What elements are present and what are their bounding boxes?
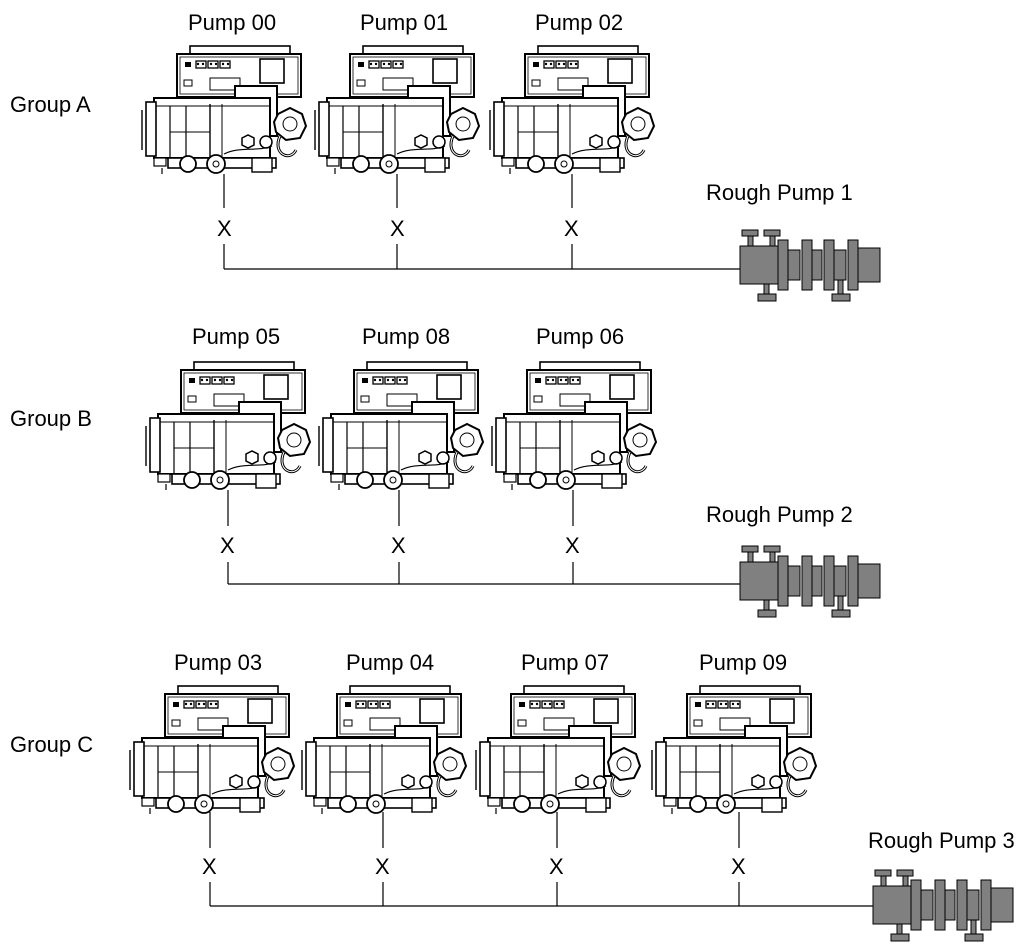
pump-label: Pump 09 (699, 650, 787, 675)
turbo-pump-icon (474, 684, 642, 816)
group-b: Group B Pump 05 Pump 08 Pump 06 Rough Pu… (10, 324, 881, 618)
group-label: Group A (10, 92, 91, 117)
foreline (209, 812, 873, 907)
turbo-pump-icon (140, 44, 308, 176)
pump-label: Pump 06 (536, 324, 624, 349)
turbo-pump-icon (300, 684, 468, 816)
pump-label: Pump 00 (188, 10, 276, 35)
pump-label: Pump 02 (535, 10, 623, 35)
turbo-pump-icon (317, 360, 485, 492)
valve-mark: X (731, 854, 746, 879)
valve-mark: X (375, 854, 390, 879)
turbo-pump-icon (128, 684, 296, 816)
valve-mark: X (202, 854, 217, 879)
valve-mark: X (564, 216, 579, 241)
turbo-pump-icon (650, 684, 818, 816)
pump-label: Pump 04 (346, 650, 434, 675)
valve-mark: X (565, 533, 580, 558)
turbo-pump-icon (144, 360, 312, 492)
foreline (223, 174, 740, 270)
rough-pump-icon (739, 229, 881, 302)
valve-mark: X (390, 216, 405, 241)
turbo-pump-icon (313, 44, 481, 176)
pump-label: Pump 05 (192, 324, 280, 349)
valve-mark: X (391, 533, 406, 558)
group-label: Group C (10, 732, 93, 757)
turbo-pump-icon (488, 44, 656, 176)
rough-pump-icon (872, 869, 1014, 942)
rough-pump-label: Rough Pump 1 (706, 180, 853, 205)
rough-pump-icon (739, 545, 881, 618)
pump-label: Pump 08 (362, 324, 450, 349)
foreline (227, 490, 740, 585)
valve-mark: X (220, 533, 235, 558)
turbo-pump-icon (490, 360, 658, 492)
pump-label: Pump 03 (174, 650, 262, 675)
group-c: Group C Pump 03 Pump 04 Pump 07 Pump 09 … (10, 650, 1015, 942)
group-a: Group A Pump 00 Pump 01 Pump 02 Rough Pu… (10, 10, 881, 302)
group-label: Group B (10, 406, 92, 431)
rough-pump-label: Rough Pump 2 (706, 502, 853, 527)
rough-pump-label: Rough Pump 3 (868, 828, 1015, 853)
pump-label: Pump 01 (360, 10, 448, 35)
valve-mark: X (549, 854, 564, 879)
pump-label: Pump 07 (521, 650, 609, 675)
valve-mark: X (217, 216, 232, 241)
